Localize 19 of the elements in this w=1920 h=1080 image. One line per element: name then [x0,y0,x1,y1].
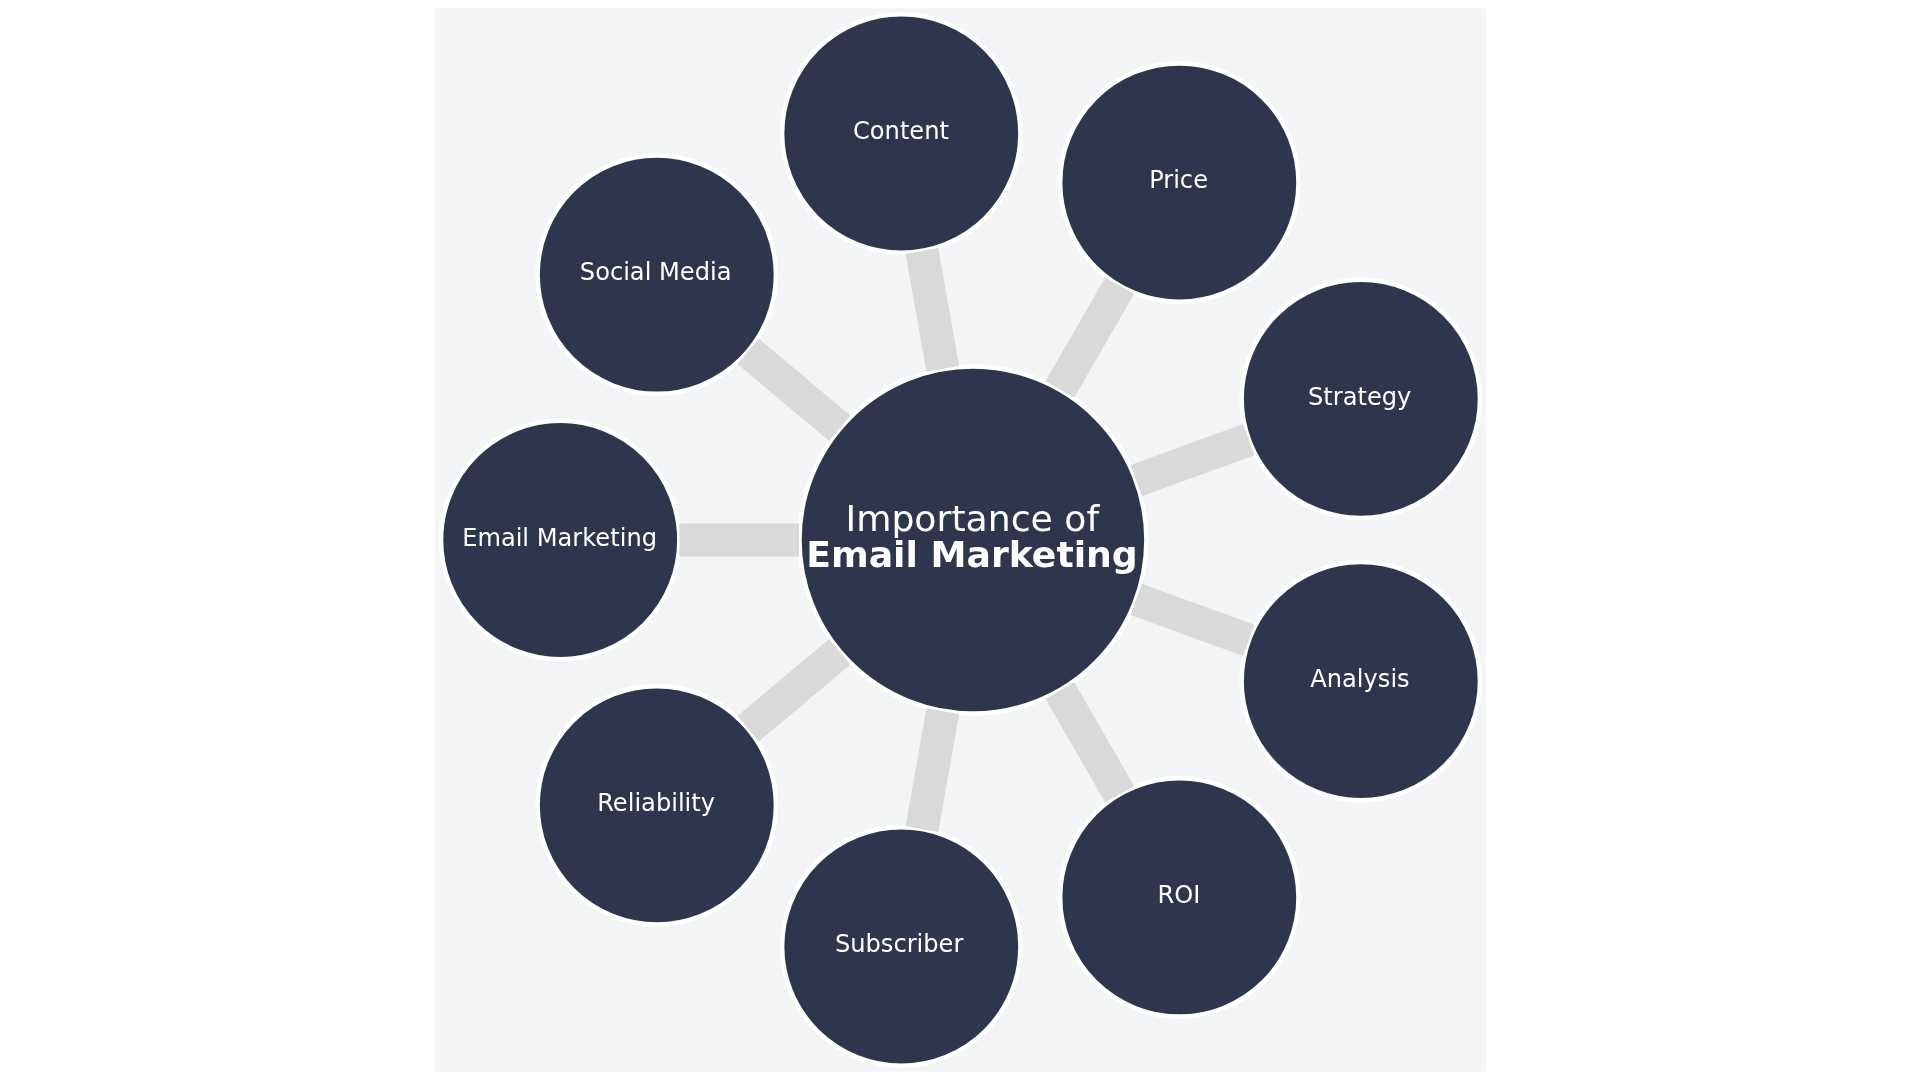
node-circle: ROI [1057,776,1301,1019]
connector [1130,424,1254,497]
node-circle: Importance of Email Marketing [796,364,1149,716]
node-circle: Analysis [1238,559,1482,803]
node-circle: Subscriber [779,825,1023,1068]
connector [736,338,850,441]
connector [1130,583,1254,656]
node-circle: Price [1057,61,1301,304]
connector [1045,682,1134,803]
connector [1044,277,1134,398]
node-circle: Reliability [534,683,778,927]
node-circle: Strategy [1238,277,1482,521]
node-circle: Content [779,12,1023,255]
node-circle: Email Marketing [438,418,682,662]
node-circle: Social Media [534,153,778,397]
connector [905,248,959,372]
connector [905,708,959,832]
connector [736,639,850,742]
connector [678,523,799,557]
